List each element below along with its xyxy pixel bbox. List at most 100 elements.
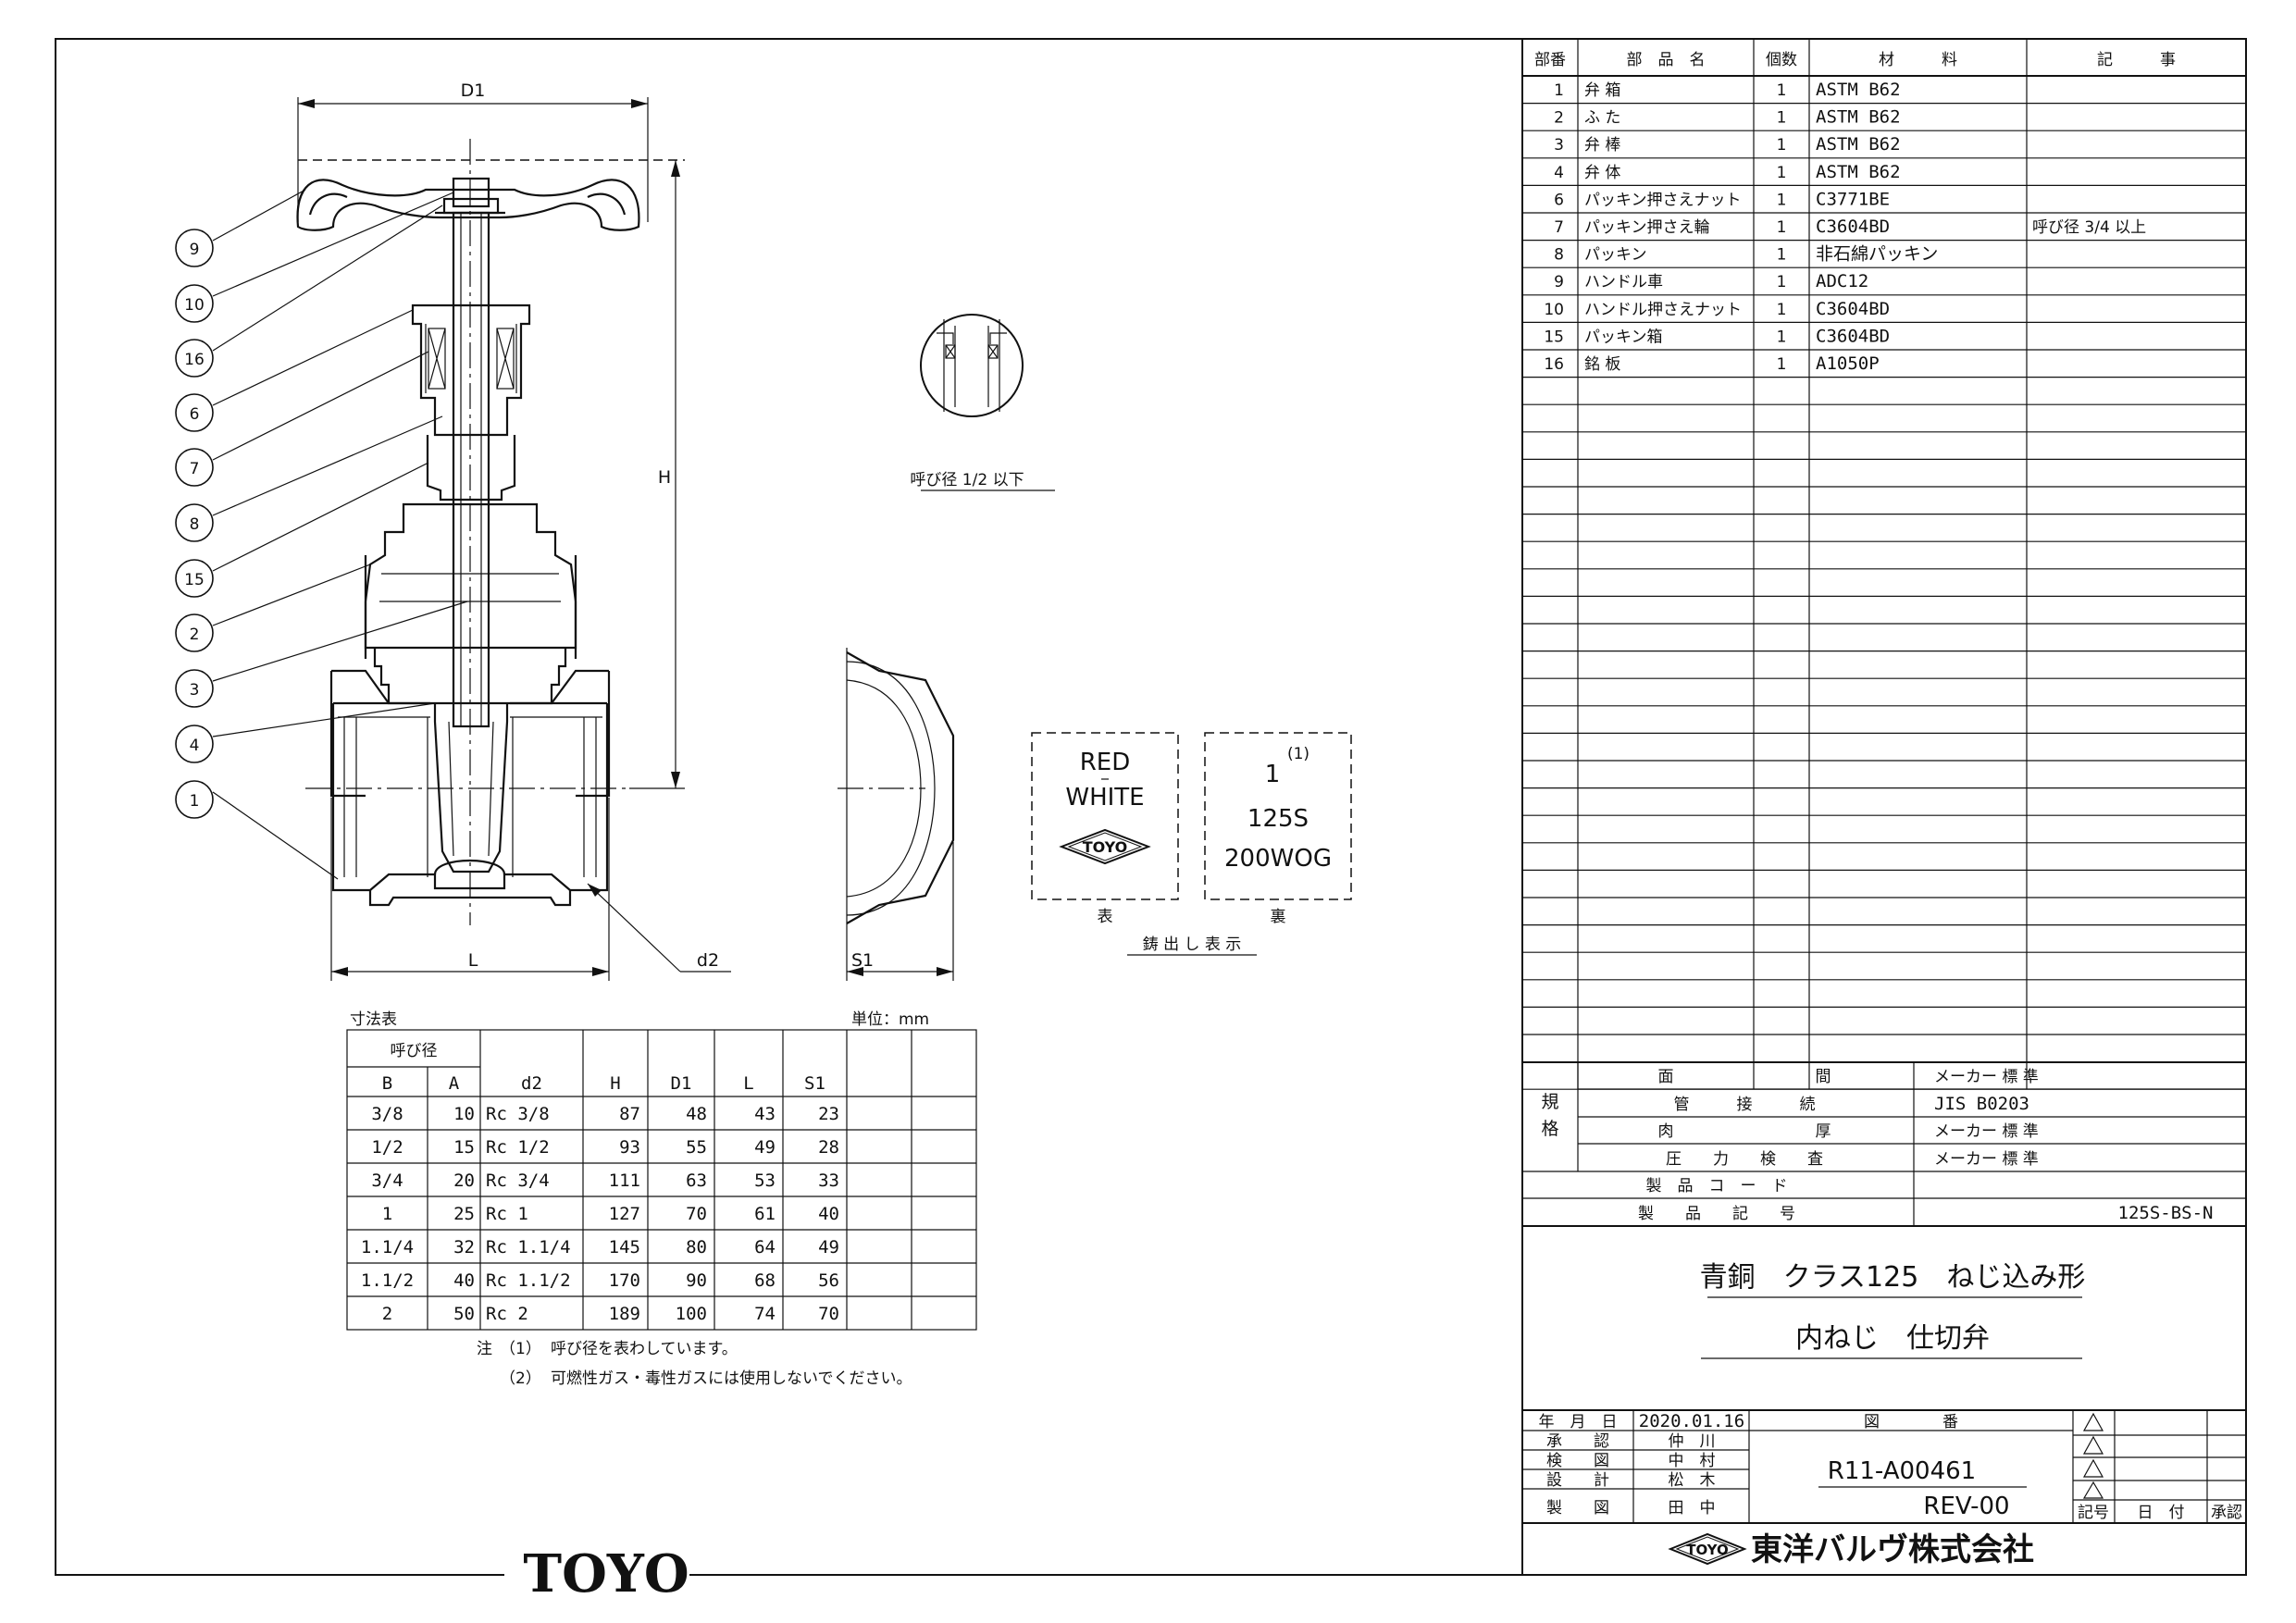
casting-back-line-2: 125S <box>1247 805 1309 833</box>
dim-cell-D1: 80 <box>686 1237 707 1258</box>
dim-cell-H: 87 <box>619 1104 640 1124</box>
part-material: ASTM B62 <box>1816 162 1901 182</box>
approval-block: 年 月 日 2020.01.16 承 認 仲 川 検 図 中 村 設 計 松 木… <box>1522 1409 2246 1524</box>
dim-cell-B: 1.1/4 <box>361 1237 414 1258</box>
dim-cell-S1: 49 <box>818 1237 839 1258</box>
part-no: 9 <box>1554 273 1564 291</box>
part-name: パッキン押さえ輪 <box>1584 218 1710 237</box>
dimension-table-caption: 寸法表 <box>350 1010 397 1029</box>
parts-header-2: 個数 <box>1766 51 1797 69</box>
casting-caption: 鋳 出 し 表 示 <box>1143 935 1242 954</box>
part-material: C3771BE <box>1816 189 1890 209</box>
part-qty: 1 <box>1777 136 1787 155</box>
dim-cell-D1: 63 <box>686 1171 707 1191</box>
balloon-7: 7 <box>190 460 200 478</box>
casting-front-line-1: RED <box>1080 749 1131 776</box>
dim-cell-B: 3/4 <box>371 1171 403 1191</box>
dimension-D1: D1 <box>297 81 649 222</box>
part-material: ASTM B62 <box>1816 107 1901 128</box>
dim-L-label: L <box>468 950 478 971</box>
dim-cell-D1: 55 <box>686 1137 707 1158</box>
dim-header-B: B <box>382 1073 392 1094</box>
part-no: 3 <box>1554 136 1564 155</box>
part-qty: 1 <box>1777 191 1787 209</box>
balloon-10: 10 <box>184 296 205 315</box>
balloon-circle <box>175 780 214 819</box>
casting-front-label: 表 <box>1098 908 1113 926</box>
company-logo: TOYO <box>1668 1532 1747 1566</box>
balloon-circle <box>175 669 214 708</box>
standard-pressure-test-label: 圧 力 検 査 <box>1666 1150 1823 1169</box>
dim-cell-L: 53 <box>754 1171 776 1191</box>
title-line-2: 内ねじ 仕切弁 <box>1795 1322 1990 1355</box>
balloon-15: 15 <box>184 571 205 589</box>
company-block: TOYO 東洋バルヴ株式会社 <box>1668 1531 2034 1568</box>
dim-cell-A: 20 <box>453 1171 475 1191</box>
part-no: 16 <box>1544 355 1564 374</box>
dim-cell-A: 40 <box>453 1270 475 1291</box>
part-no: 1 <box>1554 81 1564 100</box>
dim-cell-L: 49 <box>754 1137 776 1158</box>
part-qty: 1 <box>1777 164 1787 182</box>
dim-header-D1: D1 <box>671 1073 692 1094</box>
company-logo-text: TOYO <box>1686 1542 1729 1558</box>
part-qty: 1 <box>1777 81 1787 100</box>
dim-cell-B: 2 <box>382 1304 392 1324</box>
balloon-circle <box>175 229 214 267</box>
dim-group-header: 呼び径 <box>391 1042 438 1060</box>
part-name: 銘 板 <box>1584 355 1620 374</box>
dimension-H: H <box>298 159 685 789</box>
notes-prefix: 注 <box>477 1340 492 1358</box>
parts-header-3: 材 料 <box>1879 51 1957 69</box>
part-qty: 1 <box>1777 109 1787 128</box>
rev-header-mark: 記号 <box>2078 1504 2109 1522</box>
dim-cell-H: 127 <box>609 1204 640 1224</box>
dim-cell-d2: Rc 1 <box>486 1204 528 1224</box>
part-no: 7 <box>1554 218 1564 237</box>
revision-triangles <box>2082 1412 2104 1499</box>
dim-cell-S1: 70 <box>818 1304 839 1324</box>
rev-header-approval: 承認 <box>2211 1504 2242 1522</box>
dim-cell-L: 68 <box>754 1270 776 1291</box>
dim-header-H: H <box>610 1073 620 1094</box>
standard-wall-thickness-label: 肉 厚 <box>1658 1122 1831 1141</box>
dim-cell-d2: Rc 1.1/2 <box>486 1270 571 1291</box>
dim-cell-H: 111 <box>609 1171 640 1191</box>
part-name: 弁 棒 <box>1584 136 1620 155</box>
dim-cell-S1: 40 <box>818 1204 839 1224</box>
dim-header-L: L <box>743 1073 753 1094</box>
dim-cell-D1: 90 <box>686 1270 707 1291</box>
dim-cell-A: 25 <box>453 1204 475 1224</box>
part-qty: 1 <box>1777 218 1787 237</box>
notes-block: 注 （1） 呼び径を表わしています。 （2） 可燃性ガス・毒性ガスには使用しない… <box>477 1340 912 1388</box>
balloon-3: 3 <box>190 681 200 700</box>
dimension-table-unit: 単位：mm <box>851 1010 929 1029</box>
dim-d2-label: d2 <box>697 950 719 971</box>
dim-cell-D1: 70 <box>686 1204 707 1224</box>
dim-cell-L: 43 <box>754 1104 776 1124</box>
part-material: 非石綿パッキン <box>1816 244 1938 265</box>
product-code-label: 製 品 コ ー ド <box>1646 1177 1788 1196</box>
part-material: C3604BD <box>1816 326 1890 346</box>
part-material: ASTM B62 <box>1816 80 1901 100</box>
balloon-circle <box>175 448 214 487</box>
balloon-6: 6 <box>190 405 200 424</box>
standard-connection-value: JIS B0203 <box>1934 1094 2029 1114</box>
valve-section-view <box>296 139 640 925</box>
standard-wall-thickness-value: メーカー 標 準 <box>1934 1122 2039 1141</box>
dim-cell-d2: Rc 3/4 <box>486 1171 550 1191</box>
dim-cell-S1: 56 <box>818 1270 839 1291</box>
footer-logo-mask <box>504 1551 689 1597</box>
balloon-8: 8 <box>190 515 200 534</box>
standards-side-label-2: 格 <box>1541 1119 1558 1139</box>
part-remarks: 呼び径 3/4 以上 <box>2032 218 2146 237</box>
part-material: ASTM B62 <box>1816 134 1901 155</box>
part-name: 弁 箱 <box>1584 81 1620 100</box>
dim-cell-B: 1/2 <box>371 1137 403 1158</box>
part-no: 15 <box>1544 328 1564 346</box>
part-no: 8 <box>1554 246 1564 265</box>
balloon-circle <box>175 284 214 323</box>
part-material: A1050P <box>1816 353 1880 374</box>
